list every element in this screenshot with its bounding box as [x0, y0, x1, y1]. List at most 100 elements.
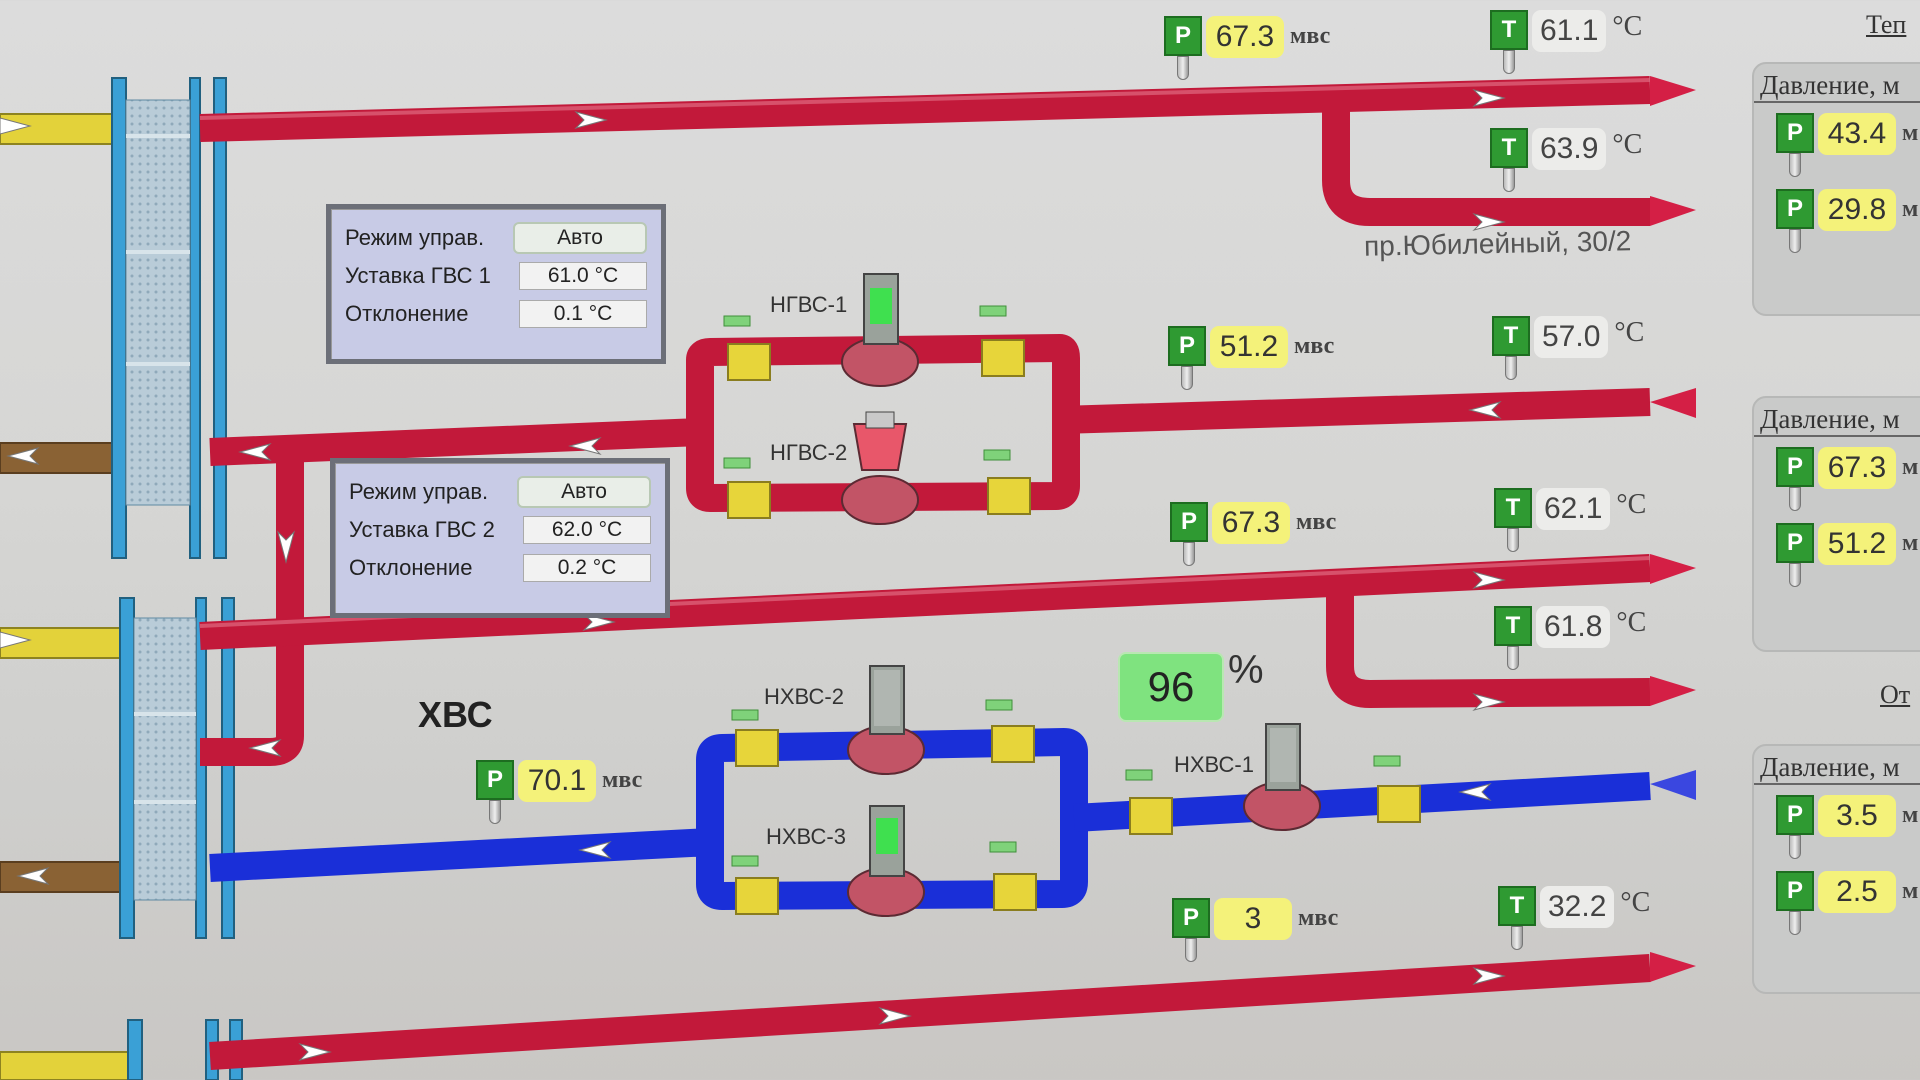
pressure-tag: P [1776, 523, 1814, 563]
temperature-tag: T [1492, 316, 1530, 356]
pump-label-ngvs-1: НГВС-1 [770, 292, 848, 317]
pump-nhvs-2[interactable] [847, 665, 925, 775]
setpoint-label: Уставка ГВС 2 [349, 517, 495, 542]
pressure-tag: P [1776, 795, 1814, 835]
hot-pipes [199, 76, 1651, 1070]
side-panel-title: Давление, м [1754, 398, 1920, 437]
temperature-value: 63.9 [1532, 128, 1607, 170]
pressure-value: 70.1 [518, 760, 596, 802]
pressure-gauge[interactable]: P 29.8 м [1776, 189, 1920, 231]
pump-ngvs-1[interactable] [841, 273, 919, 387]
pressure-unit: м [1902, 802, 1919, 828]
pressure-unit: мвс [602, 767, 643, 793]
pressure-gauge[interactable]: P 67.3 мвс [1170, 502, 1336, 544]
pressure-tag: P [1776, 113, 1814, 153]
temperature-gauge[interactable]: T 61.8 °C [1494, 606, 1646, 648]
pump-label-ngvs-2: НГВС-2 [770, 440, 848, 465]
temperature-tag: T [1498, 886, 1536, 926]
side-panel-pressure-1: Давление, м P 43.4 м P 29.8 м [1752, 62, 1920, 316]
deviation-value: 0.2 °C [523, 554, 651, 582]
pressure-value: 2.5 [1818, 871, 1896, 913]
deviation-label: Отклонение [349, 555, 473, 580]
temperature-value: 61.1 [1532, 10, 1607, 52]
temperature-tag: T [1494, 488, 1532, 528]
temperature-value: 61.8 [1536, 606, 1611, 648]
pressure-tag: P [1172, 898, 1210, 938]
pump-nhvs-1[interactable] [1243, 723, 1321, 831]
pressure-value: 43.4 [1818, 113, 1896, 155]
pressure-gauge[interactable]: P 51.2 мвс [1168, 326, 1334, 368]
pump-ngvs-2[interactable] [841, 411, 919, 525]
side-panel-title: Давление, м [1754, 746, 1920, 785]
pressure-tag: P [476, 760, 514, 800]
cold-pipes [209, 728, 1651, 910]
pressure-value: 67.3 [1818, 447, 1896, 489]
flow-arrows [0, 89, 1506, 1061]
temperature-gauge[interactable]: T 61.1 °C [1490, 10, 1642, 52]
pump-label-nhvs-1: НХВС-1 [1174, 752, 1254, 777]
address-label: пр.Юбилейный, 30/2 [1363, 225, 1632, 262]
mode-button[interactable]: Авто [517, 476, 651, 508]
side-panel-title: Давление, м [1754, 64, 1920, 103]
pressure-tag: P [1164, 16, 1202, 56]
temperature-unit: °C [1612, 11, 1643, 42]
pressure-gauge[interactable]: P 3.5 м [1776, 795, 1920, 837]
valve-actuators [723, 305, 1401, 867]
pressure-gauge[interactable]: P 43.4 м [1776, 113, 1920, 155]
deviation-value: 0.1 °C [519, 300, 647, 328]
temperature-tag: T [1494, 606, 1532, 646]
pressure-value: 67.3 [1206, 16, 1284, 58]
temperature-value: 57.0 [1534, 316, 1609, 358]
inlet-stubs [0, 113, 131, 1080]
pressure-tag: P [1776, 871, 1814, 911]
pressure-unit: м [1902, 454, 1919, 480]
temperature-gauge[interactable]: T 32.2 °C [1498, 886, 1650, 928]
pressure-gauge[interactable]: P 2.5 м [1776, 871, 1920, 913]
temperature-value: 32.2 [1540, 886, 1615, 928]
pressure-tag: P [1170, 502, 1208, 542]
valve-opening-unit: % [1228, 648, 1264, 692]
pressure-gauge[interactable]: P 51.2 м [1776, 523, 1920, 565]
valve-opening-value[interactable]: 96 [1118, 652, 1224, 722]
control-panel-gvs-2: Режим управ. Авто Уставка ГВС 2 62.0 °C От… [330, 458, 670, 618]
pressure-gauge[interactable]: P 67.3 мвс [1164, 16, 1330, 58]
mode-label: Режим управ. [345, 225, 485, 250]
side-panel-pressure-2: Давление, м P 67.3 м P 51.2 м [1752, 396, 1920, 652]
temperature-unit: °C [1620, 887, 1651, 918]
pressure-tag: P [1776, 189, 1814, 229]
link-heat[interactable]: Теп [1866, 10, 1907, 39]
pressure-unit: мвс [1296, 509, 1337, 535]
setpoint-label: Уставка ГВС 1 [345, 263, 491, 288]
pressure-unit: мвс [1294, 333, 1335, 359]
cold-water-label: ХВС [418, 694, 493, 735]
link-other[interactable]: От [1880, 680, 1911, 709]
pressure-unit: мвс [1290, 23, 1331, 49]
pressure-gauge[interactable]: P 70.1 мвс [476, 760, 642, 802]
outlet-arrows [1650, 76, 1696, 982]
pump-label-nhvs-2: НХВС-2 [764, 684, 844, 709]
mode-button[interactable]: Авто [513, 222, 647, 254]
pressure-unit: м [1902, 878, 1919, 904]
temperature-unit: °C [1614, 317, 1645, 348]
mode-label: Режим управ. [349, 479, 489, 504]
setpoint-value[interactable]: 62.0 °C [523, 516, 651, 544]
pump-nhvs-3[interactable] [847, 805, 925, 917]
pressure-value: 51.2 [1818, 523, 1896, 565]
pressure-gauge[interactable]: P 67.3 м [1776, 447, 1920, 489]
temperature-unit: °C [1612, 129, 1643, 160]
temperature-gauge[interactable]: T 63.9 °C [1490, 128, 1642, 170]
deviation-label: Отклонение [345, 301, 469, 326]
temperature-value: 62.1 [1536, 488, 1611, 530]
temperature-unit: °C [1616, 489, 1647, 520]
temperature-gauge[interactable]: T 62.1 °C [1494, 488, 1646, 530]
valves [727, 339, 1421, 915]
pressure-gauge[interactable]: P 3 мвс [1172, 898, 1338, 940]
control-panel-gvs-1: Режим управ. Авто Уставка ГВС 1 61.0 °C От… [326, 204, 666, 364]
setpoint-value[interactable]: 61.0 °C [519, 262, 647, 290]
temperature-tag: T [1490, 10, 1528, 50]
side-panel-pressure-3: Давление, м P 3.5 м P 2.5 м [1752, 744, 1920, 994]
pressure-tag: P [1776, 447, 1814, 487]
temperature-gauge[interactable]: T 57.0 °C [1492, 316, 1644, 358]
pressure-value: 3.5 [1818, 795, 1896, 837]
